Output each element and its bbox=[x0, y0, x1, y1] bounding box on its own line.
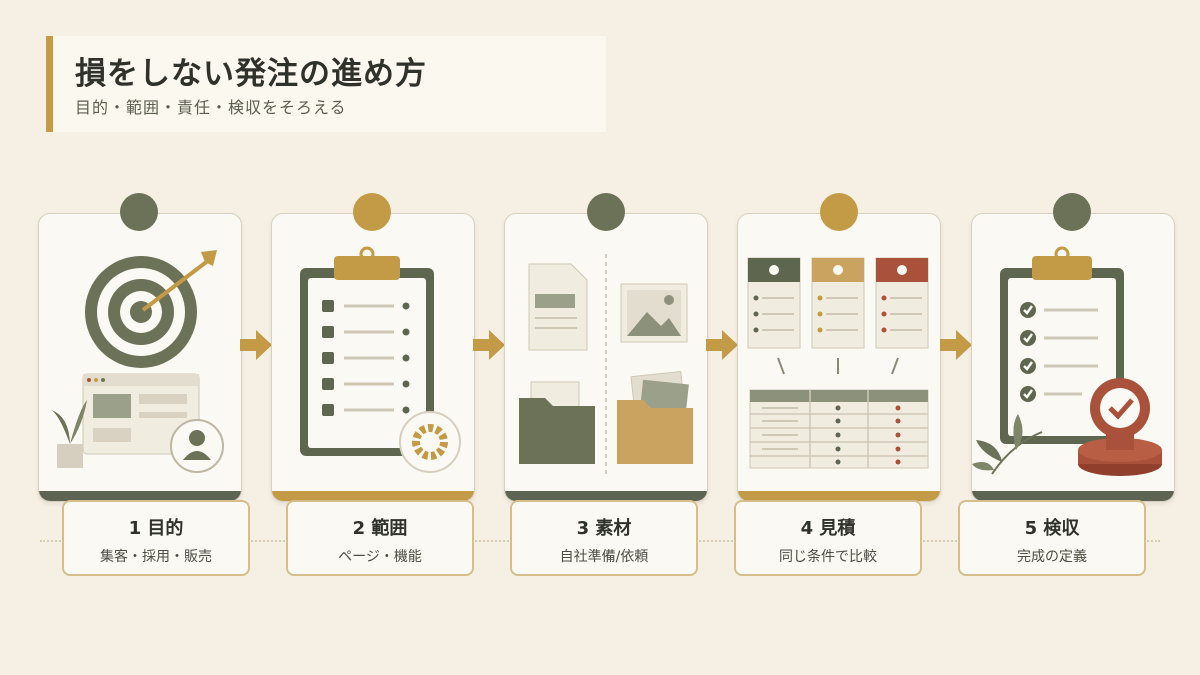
step-4-label-box: 4 見積 同じ条件で比較 bbox=[734, 500, 922, 576]
card-footer-bar bbox=[972, 491, 1174, 501]
arrow-icon bbox=[706, 330, 738, 360]
folders-icon bbox=[519, 254, 693, 474]
step-2-title: 2 範囲 bbox=[352, 518, 408, 539]
arrow-icon bbox=[240, 330, 272, 360]
card-footer-bar bbox=[39, 491, 241, 501]
arrow-icon bbox=[940, 330, 972, 360]
step-5-card bbox=[971, 213, 1175, 502]
step-3-card bbox=[504, 213, 708, 502]
card-footer-bar bbox=[738, 491, 940, 501]
step-3-label-box: 3 素材 自社準備/依頼 bbox=[510, 500, 698, 576]
step-3-pin bbox=[587, 193, 625, 231]
target-icon bbox=[51, 250, 224, 473]
step-4-card bbox=[737, 213, 941, 502]
step-1-title: 1 目的 bbox=[128, 518, 184, 539]
step-3-desc: 自社準備/依頼 bbox=[559, 549, 649, 565]
step-5-label-box: 5 検収 完成の定義 bbox=[958, 500, 1146, 576]
step-1-label-box: 1 目的 集客・採用・販売 bbox=[62, 500, 250, 576]
step-4-title: 4 見積 bbox=[800, 518, 856, 539]
step-1-pin bbox=[120, 193, 158, 231]
step-5-desc: 完成の定義 bbox=[1017, 549, 1087, 565]
card-footer-bar bbox=[272, 491, 474, 501]
checklist-stamp-icon bbox=[972, 246, 1162, 476]
step-2-card bbox=[271, 213, 475, 502]
comparison-table-icon bbox=[747, 257, 929, 469]
title-box: 損をしない発注の進め方 目的・範囲・責任・検収をそろえる bbox=[46, 36, 606, 132]
step-4-pin bbox=[820, 193, 858, 231]
step-2-desc: ページ・機能 bbox=[338, 549, 422, 565]
step-4-desc: 同じ条件で比較 bbox=[779, 549, 877, 565]
step-1-card bbox=[38, 213, 242, 502]
step-2-label-box: 2 範囲 ページ・機能 bbox=[286, 500, 474, 576]
step-2-pin bbox=[353, 193, 391, 231]
step-1-desc: 集客・採用・販売 bbox=[100, 549, 212, 565]
arrow-icon bbox=[473, 330, 505, 360]
step-5-title: 5 検収 bbox=[1024, 518, 1080, 539]
page-subtitle: 目的・範囲・責任・検収をそろえる bbox=[75, 98, 347, 117]
step-5-pin bbox=[1053, 193, 1091, 231]
clipboard-gear-icon bbox=[300, 246, 461, 473]
card-footer-bar bbox=[505, 491, 707, 501]
step-3-title: 3 素材 bbox=[576, 518, 632, 539]
page-title: 損をしない発注の進め方 bbox=[75, 56, 427, 92]
